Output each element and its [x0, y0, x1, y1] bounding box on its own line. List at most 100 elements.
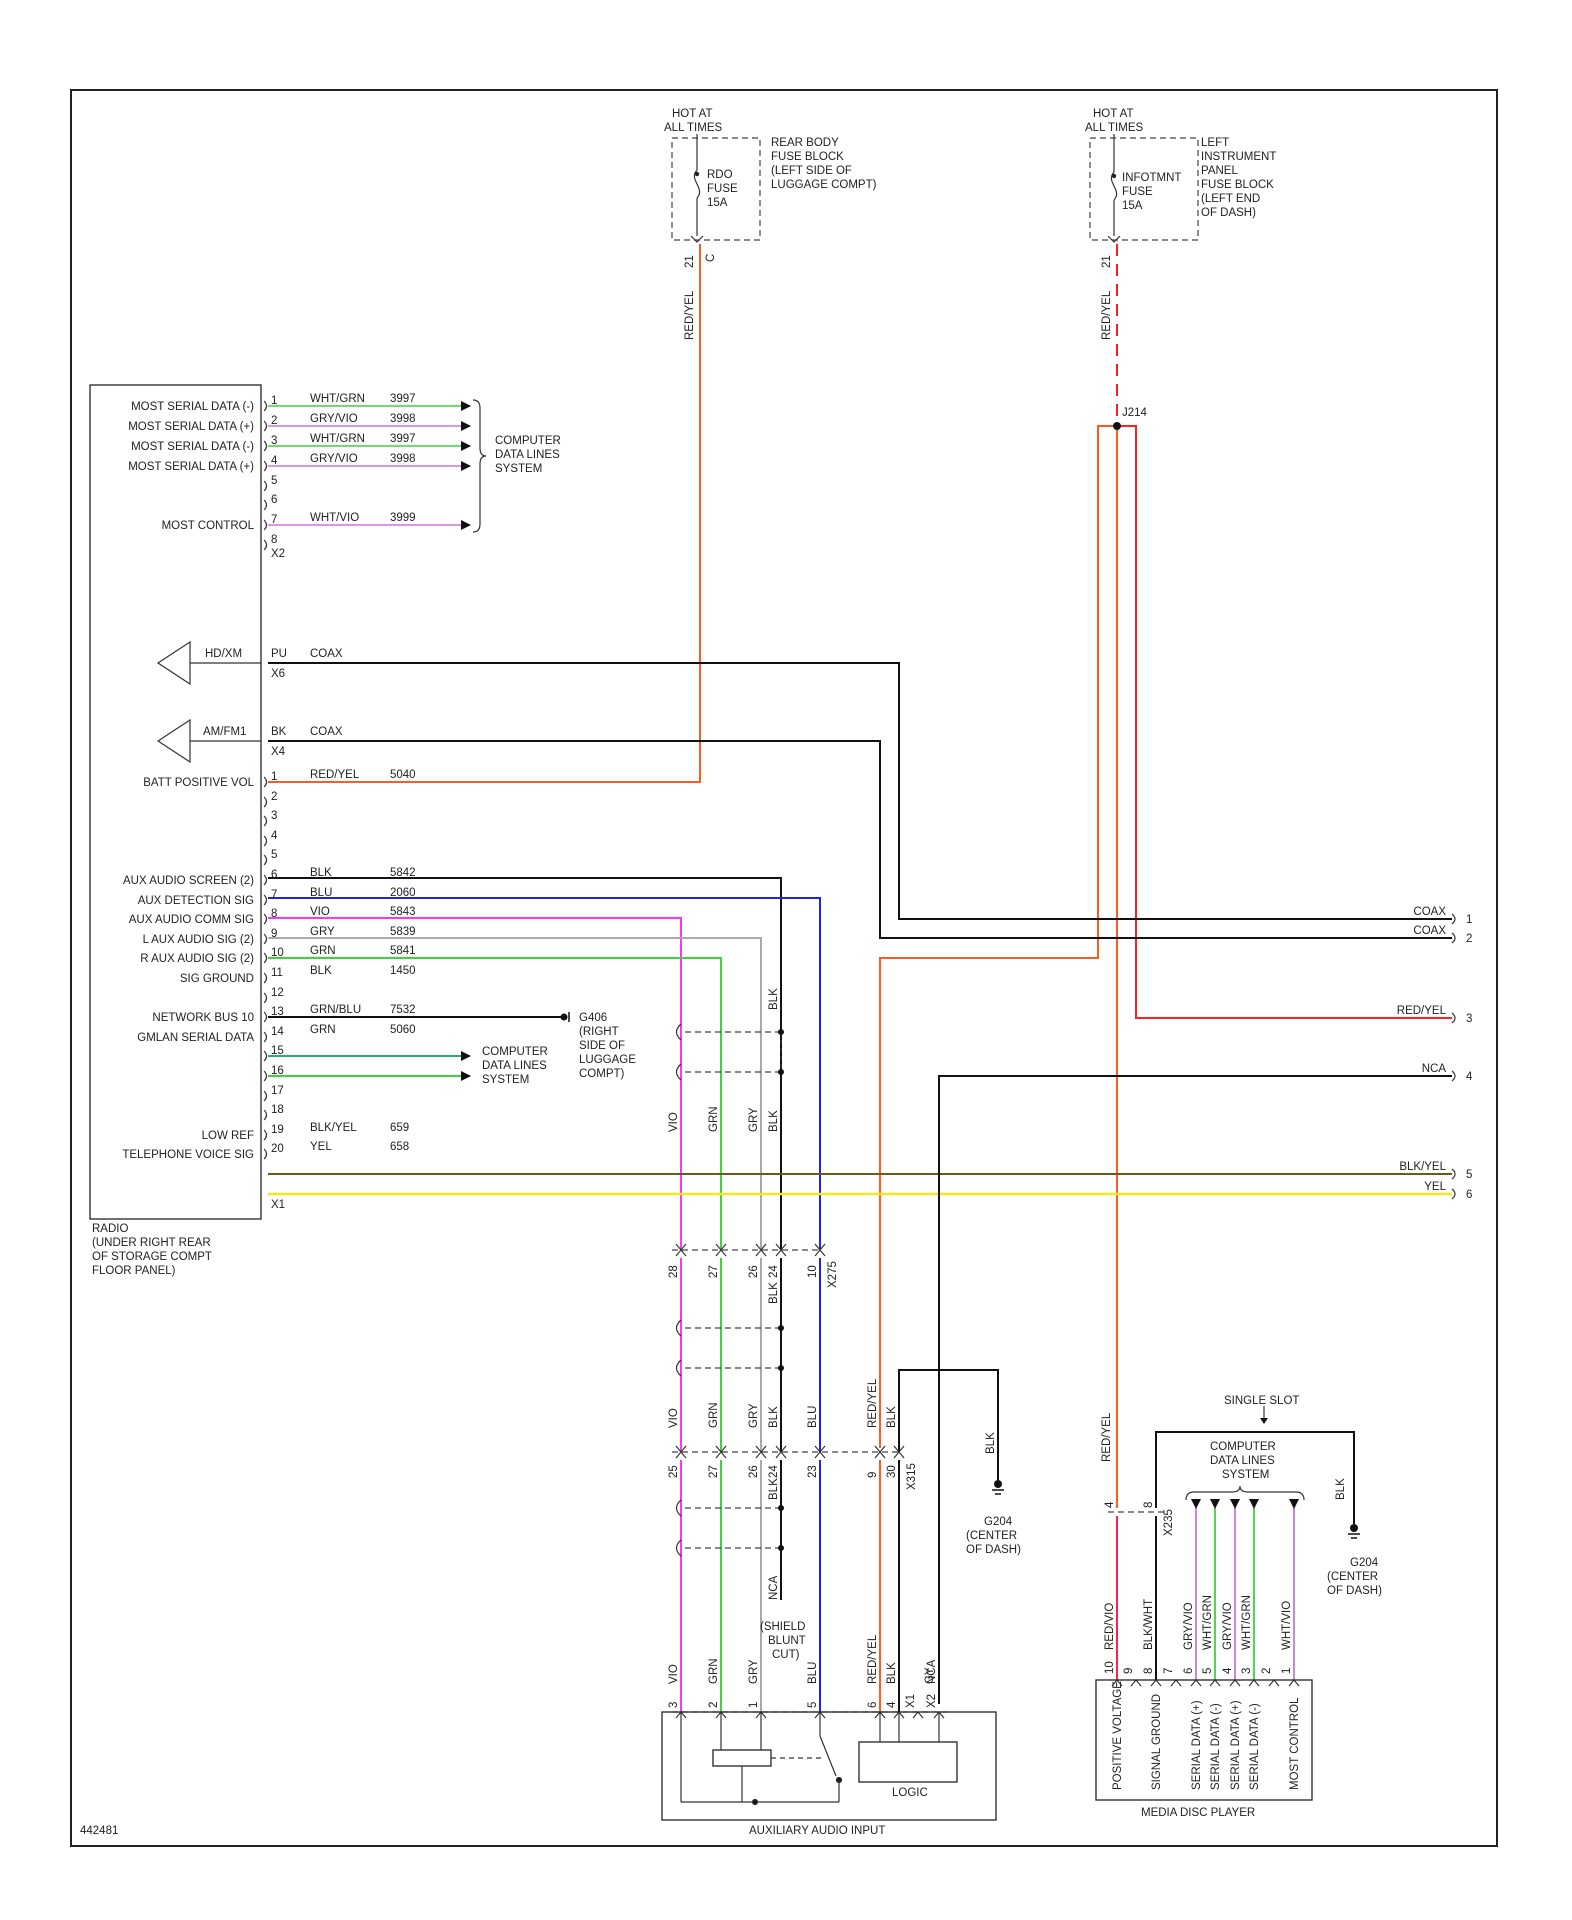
radio-name-2: (UNDER RIGHT REAR	[92, 1237, 211, 1249]
x315-pin-mark	[893, 1445, 905, 1459]
info-pin: 21	[1101, 255, 1113, 268]
x1-pin-number: 15	[271, 1045, 284, 1057]
x2-circuit: 3998	[390, 453, 416, 465]
right-pin-hook	[1451, 932, 1456, 944]
media-pin-number: 10	[1104, 1661, 1116, 1674]
x1-pin-label: AUX DETECTION SIG	[138, 895, 254, 907]
x1-pin-label: NETWORK BUS 10	[152, 1012, 254, 1024]
info-hot-line1: HOT AT	[1093, 108, 1133, 120]
right-pin-hook	[1451, 913, 1456, 925]
x2-pin-number: 4	[271, 455, 278, 467]
x2-target-bracket	[472, 399, 487, 533]
x2-pin-hook	[263, 519, 268, 531]
media-pin-number: 1	[1281, 1668, 1293, 1674]
auxiliary-audio-input: LOGIC AUXILIARY AUDIO INPUT	[661, 1711, 997, 1837]
hdxm-antenna-icon	[156, 640, 191, 686]
aux-pin-number: 3	[668, 1702, 680, 1708]
x2-pin-label: MOST SERIAL DATA (-)	[131, 441, 254, 453]
x1-pin-hook	[263, 933, 268, 945]
rdo-fuse-dashed-box	[671, 137, 761, 241]
aux-pin-number: 1	[748, 1702, 760, 1708]
x1-pin-number: 16	[271, 1065, 284, 1077]
x2-pin-number: 3	[271, 435, 277, 447]
x1-pin-hook	[263, 1090, 268, 1102]
media-pin-mark	[1150, 1679, 1162, 1687]
media-pin-mark	[1170, 1679, 1182, 1687]
x1-pin-number: 20	[271, 1143, 284, 1155]
wire-j214-to-pin3	[1117, 425, 1452, 1019]
media-pin-color: WHT/VIO	[1281, 1601, 1293, 1650]
x275-pin-mark	[775, 1243, 787, 1257]
x315-pin-mark	[874, 1445, 886, 1459]
rdo-block-4: LUGGAGE COMPT)	[771, 179, 877, 191]
media-pin-color: RED/VIO	[1104, 1603, 1116, 1650]
x1-pin-hook	[263, 894, 268, 906]
x315-pin: 30	[886, 1465, 898, 1478]
x1-pin-hook	[263, 1011, 268, 1023]
aux-ground-wire: BLK	[985, 1432, 997, 1454]
x1-wire-color: GRN	[310, 1024, 336, 1036]
hdxm-label: HD/XM	[205, 648, 242, 660]
g406-1: G406	[579, 1012, 607, 1024]
x4-wire: COAX	[310, 726, 343, 738]
x2-pin-number: 8	[271, 534, 277, 546]
x1-pin-label: AUX AUDIO SCREEN (2)	[123, 875, 254, 887]
x6-pin: PU	[271, 648, 287, 660]
x1-pin-label: SIG GROUND	[180, 973, 254, 985]
info-block-1: LEFT	[1201, 137, 1229, 149]
x1-circuit: 659	[390, 1122, 409, 1134]
x2-circuit: 3997	[390, 433, 416, 445]
aux-pin-number: 2	[708, 1702, 720, 1708]
rdo-pin: 21	[684, 255, 696, 268]
info-fuse-terminal	[1107, 235, 1121, 243]
shield-note-1: (SHIELD	[760, 1621, 805, 1633]
shield-note-2: BLUNT	[768, 1635, 806, 1647]
x2-target-1: COMPUTER	[495, 435, 561, 447]
x2-pin-hook	[263, 539, 268, 551]
aux-pin-color: GRN	[708, 1658, 720, 1684]
x2-pin-hook	[263, 480, 268, 492]
right-pin-number: 5	[1466, 1169, 1472, 1181]
x275-pin-mark	[755, 1243, 767, 1257]
right-pin-label: YEL	[1424, 1181, 1446, 1193]
x2-pin-number: 2	[271, 415, 277, 427]
x1-wire-color: GRY	[310, 926, 335, 938]
rdo-fuse-dot	[694, 171, 700, 177]
x315-pin: 25	[668, 1465, 680, 1478]
x2-pin-hook	[263, 499, 268, 511]
x315-pin-mark	[814, 1445, 826, 1459]
media-name: MEDIA DISC PLAYER	[1141, 1807, 1255, 1819]
x275-pin: 28	[668, 1265, 680, 1278]
aux-pin-color: GRY	[748, 1659, 760, 1684]
x2-circuit: 3998	[390, 413, 416, 425]
radio-name-4: FLOOR PANEL)	[92, 1265, 176, 1277]
x1-pin-hook	[263, 776, 268, 788]
x2-wire-color: GRY/VIO	[310, 413, 358, 425]
media-pin-label: SIGNAL GROUND	[1151, 1694, 1163, 1790]
x2-pin-hook	[263, 420, 268, 432]
media-pin-number: 6	[1183, 1668, 1195, 1674]
x1-pin-number: 2	[271, 791, 277, 803]
x315-pin: 26	[748, 1465, 760, 1478]
info-fuse-dot	[1111, 173, 1117, 179]
rdo-block-2: FUSE BLOCK	[771, 151, 844, 163]
rdo-hot-line2: ALL TIMES	[664, 122, 722, 134]
x1-pin-number: 14	[271, 1026, 284, 1038]
x2-pin-hook	[263, 460, 268, 472]
x2-pin-label: MOST SERIAL DATA (-)	[131, 401, 254, 413]
aux-logic-box	[858, 1741, 958, 1783]
wire-l-aux	[268, 937, 762, 1250]
g406-dot	[560, 1013, 568, 1021]
g204-dot-aux	[994, 1480, 1002, 1488]
x1-pin-number: 6	[271, 869, 277, 881]
media-pin-label: SERIAL DATA (-)	[1249, 1703, 1261, 1790]
x1-pin-hook	[263, 952, 268, 964]
media-pin-mark	[1248, 1679, 1260, 1687]
x1-wire-color: BLU	[310, 887, 332, 899]
x1-circuit: 5060	[390, 1024, 416, 1036]
x1-pin-hook	[263, 1148, 268, 1160]
x275-upper-color: VIO	[668, 1112, 680, 1132]
x2-circuit: 3997	[390, 393, 416, 405]
